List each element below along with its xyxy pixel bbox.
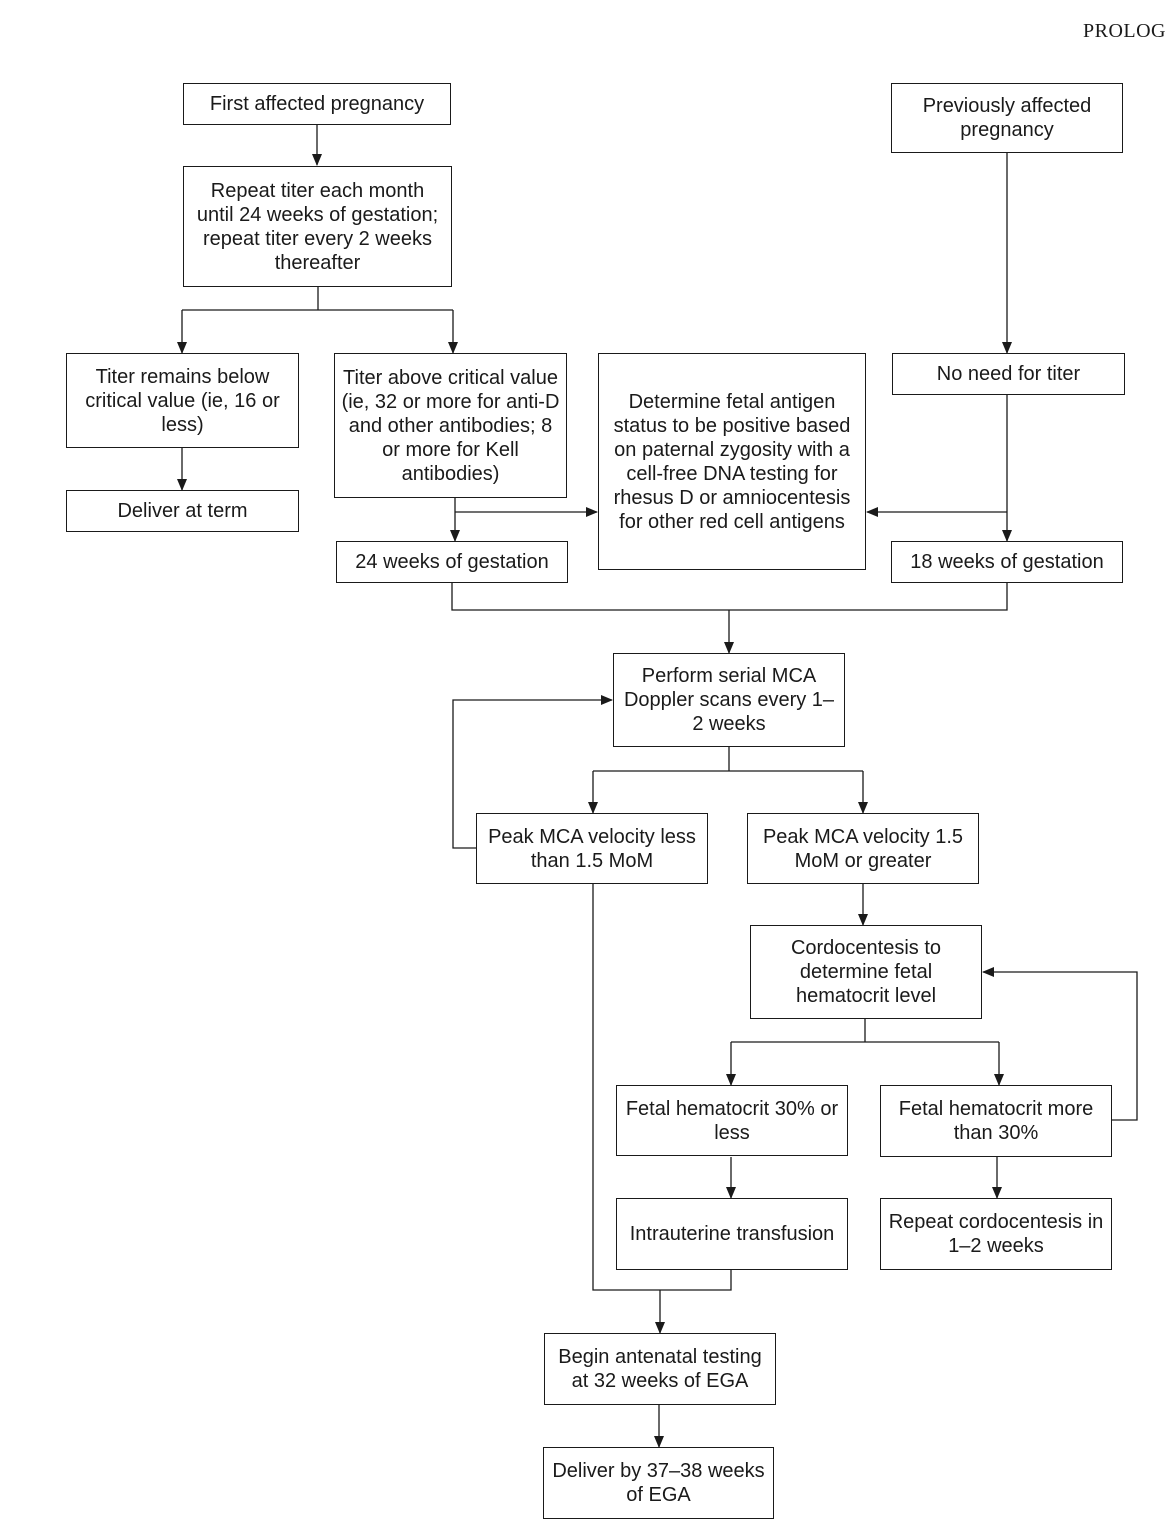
page-header: PROLOG [1082, 20, 1166, 42]
node-repeat-cordocentesis: Repeat cordocentesis in 1–2 weeks [880, 1198, 1112, 1270]
loop-hct-more-to-cordo [982, 967, 1138, 1121]
node-deliver-37-38-weeks: Deliver by 37–38 weeks of EGA [543, 1447, 774, 1519]
node-18-weeks-gestation: 18 weeks of gestation [891, 541, 1123, 583]
node-previously-affected-pregnancy: Previously affected pregnancy [891, 83, 1123, 153]
node-titer-below-critical: Titer remains below critical value (ie, … [66, 353, 299, 448]
node-first-affected-pregnancy: First affected pregnancy [183, 83, 451, 125]
node-cordocentesis: Cordocentesis to determine fetal hematoc… [750, 925, 982, 1019]
node-titer-above-critical: Titer above critical value (ie, 32 or mo… [334, 353, 567, 498]
node-begin-antenatal-testing: Begin antenatal testing at 32 weeks of E… [544, 1333, 776, 1405]
node-serial-mca-doppler: Perform serial MCA Doppler scans every 1… [613, 653, 845, 747]
node-peak-mca-less: Peak MCA velocity less than 1.5 MoM [476, 813, 708, 884]
node-peak-mca-greater: Peak MCA velocity 1.5 MoM or greater [747, 813, 979, 884]
node-deliver-at-term: Deliver at term [66, 490, 299, 532]
node-determine-fetal-antigen: Determine fetal antigen status to be pos… [598, 353, 866, 570]
node-no-need-for-titer: No need for titer [892, 353, 1125, 395]
node-24-weeks-gestation: 24 weeks of gestation [336, 541, 568, 583]
line-merge-weeks [451, 583, 1008, 611]
line-peak-less-to-merge [592, 884, 732, 1291]
node-repeat-titer: Repeat titer each month until 24 weeks o… [183, 166, 452, 287]
node-fetal-hematocrit-less: Fetal hematocrit 30% or less [616, 1085, 848, 1156]
node-intrauterine-transfusion: Intrauterine transfusion [616, 1198, 848, 1270]
loop-peak-less-to-mca [452, 695, 613, 849]
node-fetal-hematocrit-more: Fetal hematocrit more than 30% [880, 1085, 1112, 1157]
